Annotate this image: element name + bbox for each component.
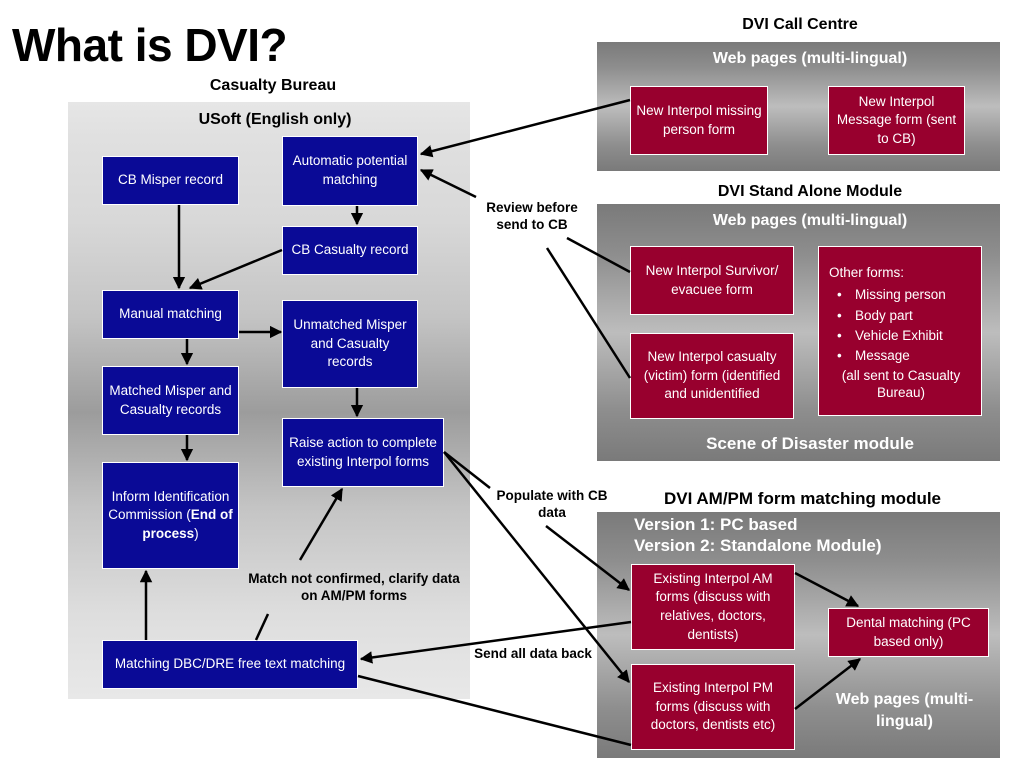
unmatched-records-box[interactable]: Unmatched Misper and Casualty records (282, 300, 418, 388)
line-casualty-to-review (545, 247, 632, 379)
cb-misper-box[interactable]: CB Misper record (102, 156, 239, 205)
usoft-panel-title: USoft (English only) (198, 111, 352, 128)
line-pm-to-dbc (357, 674, 632, 747)
other-form-item: Message (837, 346, 973, 367)
other-forms-title: Other forms: (829, 265, 905, 280)
automatic-matching-box[interactable]: Automatic potential matching (282, 136, 418, 206)
stand-alone-panel-title: Web pages (multi-lingual) (712, 212, 908, 229)
line-dbc-to-note (254, 613, 270, 641)
line-survivor-to-review (566, 236, 631, 274)
page-title: What is DVI? (12, 19, 288, 71)
arrow-review-to-auto (419, 168, 477, 199)
casualty-form-box[interactable]: New Interpol casualty (victim) form (ide… (630, 333, 794, 419)
dbc-dre-matching-box[interactable]: Matching DBC/DRE free text matching (102, 640, 358, 689)
inform-commission-box[interactable]: Inform Identification Commission (End of… (102, 462, 239, 569)
arrow-am-to-dbc (359, 620, 632, 664)
ampm-version1: Version 1: PC based (634, 515, 798, 534)
arrow-note-to-raise (298, 487, 344, 561)
ampm-footer: Web pages (multi-lingual) (835, 691, 974, 730)
stand-alone-footer: Scene of Disaster module (706, 434, 914, 453)
call-centre-panel-title: Web pages (multi-lingual) (712, 50, 908, 67)
line-raise-to-populate (443, 451, 491, 489)
casualty-bureau-heading: Casualty Bureau (209, 77, 337, 94)
inform-commission-text: Inform Identification Commission (End of… (108, 488, 233, 541)
am-forms-box[interactable]: Existing Interpol AM forms (discuss with… (631, 564, 795, 650)
arrow-am-to-dental (794, 571, 860, 608)
other-forms-box[interactable]: Other forms: Missing person Body part Ve… (818, 246, 982, 416)
other-form-item: Vehicle Exhibit (837, 326, 973, 347)
other-form-item: Body part (837, 306, 973, 327)
survivor-form-box[interactable]: New Interpol Survivor/ evacuee form (630, 246, 794, 315)
cb-casualty-box[interactable]: CB Casualty record (282, 226, 418, 275)
manual-matching-box[interactable]: Manual matching (102, 290, 239, 339)
ampm-heading: DVI AM/PM form matching module (663, 489, 942, 508)
missing-person-form-box[interactable]: New Interpol missing person form (630, 86, 768, 155)
matched-records-box[interactable]: Matched Misper and Casualty records (102, 366, 239, 435)
match-not-confirmed-annotation: Match not confirmed, clarify data on AM/… (248, 571, 460, 603)
populate-annotation: Populate with CB data (496, 488, 608, 520)
dental-matching-box[interactable]: Dental matching (PC based only) (828, 608, 989, 657)
end-of-process-label: End of process (142, 507, 233, 541)
stand-alone-heading: DVI Stand Alone Module (717, 183, 903, 200)
raise-action-box[interactable]: Raise action to complete existing Interp… (282, 418, 444, 487)
arrow-populate-to-am (545, 525, 630, 591)
arrow-missing-to-auto (419, 98, 631, 158)
review-annotation: Review before send to CB (486, 200, 578, 232)
other-form-item: Missing person (837, 285, 973, 306)
message-form-box[interactable]: New Interpol Message form (sent to CB) (828, 86, 965, 155)
pm-forms-box[interactable]: Existing Interpol PM forms (discuss with… (631, 664, 795, 750)
call-centre-heading: DVI Call Centre (742, 16, 858, 33)
arrow-raise-to-pm (443, 451, 630, 683)
ampm-version2: Version 2: Standalone Module) (634, 536, 882, 555)
send-back-annotation: Send all data back (474, 646, 592, 661)
arrow-casualty-to-manual (188, 248, 283, 290)
arrow-pm-to-dental (794, 658, 861, 710)
other-forms-list: Missing person Body part Vehicle Exhibit… (829, 285, 973, 366)
other-forms-note: (all sent to Casualty Bureau) (841, 368, 961, 401)
